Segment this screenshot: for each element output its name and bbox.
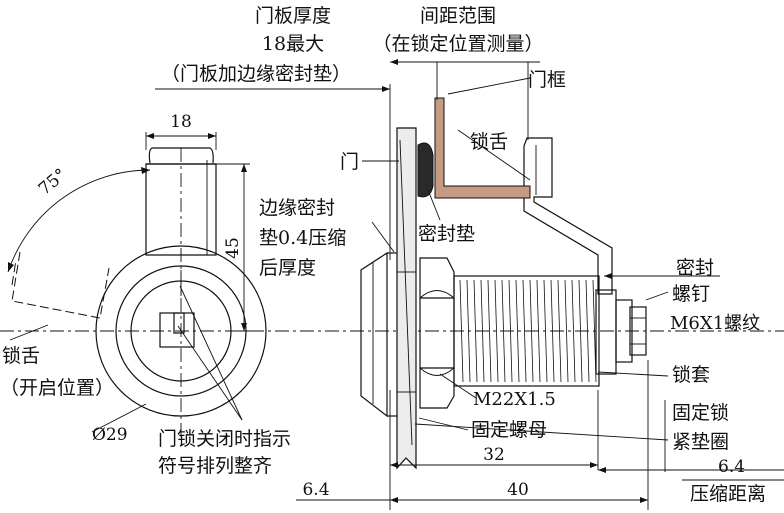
- m22-label: M22X1.5: [473, 389, 556, 410]
- dim-29: Ø29: [92, 425, 128, 445]
- gap-range-label-2: （在锁定位置测量）: [372, 33, 543, 55]
- tongue-open-label-1: 锁舌: [2, 345, 40, 367]
- angle-arc: [7, 169, 151, 273]
- outer-ring: [95, 245, 267, 417]
- thread-line: [550, 279, 555, 383]
- thread-line: [466, 279, 471, 383]
- seal-screw-label-2: 螺钉: [672, 283, 710, 305]
- thread-line: [487, 279, 492, 383]
- door-frame: [434, 97, 531, 199]
- thread-line: [536, 279, 541, 383]
- dim-32: 32: [483, 445, 505, 465]
- thread-line: [529, 279, 534, 383]
- thread-line: [494, 279, 499, 383]
- dim-40: 40: [507, 480, 529, 500]
- indicator-label-2: 符号排列整齐: [158, 455, 272, 477]
- seal-edge-label-2: 垫0.4压缩: [259, 227, 346, 249]
- front-view: 18 45 75° 锁舌 （开启位置） Ø29 门锁关闭时指示 符号排列整齐: [0, 112, 784, 477]
- indicator-notch: [173, 312, 185, 334]
- fix-washer-label-2: 紧垫圈: [672, 431, 729, 453]
- thread-line: [515, 279, 520, 383]
- dim-18: 18: [170, 112, 192, 132]
- gap-range-label-1: 间距范围: [420, 5, 496, 27]
- panel-thickness-label-2: 18最大: [262, 33, 324, 55]
- threaded-barrel: [453, 275, 600, 387]
- compression-label: 压缩距离: [690, 483, 766, 505]
- thread-line: [480, 279, 485, 383]
- door-label: 门: [340, 151, 359, 173]
- tongue-label: 锁舌: [470, 131, 508, 153]
- thread-lines: [459, 279, 597, 383]
- side-view: 门板厚度 18最大 （门板加边缘密封垫） 间距范围 （在锁定位置测量） 门框 锁…: [155, 5, 784, 510]
- compression-value: 6.4: [718, 457, 745, 477]
- thread-line: [585, 279, 590, 383]
- thread-line: [473, 279, 478, 383]
- thread-line: [522, 279, 527, 383]
- fixing-nut: [419, 257, 455, 409]
- thread-line: [501, 279, 506, 383]
- thread-line: [508, 279, 513, 383]
- fix-washer-label-1: 固定锁: [672, 402, 729, 424]
- thread-line: [578, 279, 583, 383]
- tongue-open: [11, 251, 110, 319]
- thread-label: M6X1螺纹: [670, 313, 760, 334]
- thread-line: [564, 279, 569, 383]
- lock-sleeve-label: 锁套: [672, 364, 710, 386]
- seal-edge-label-1: 边缘密封: [259, 197, 335, 219]
- thread-line: [459, 279, 464, 383]
- frame-label: 门框: [528, 69, 566, 91]
- seal-screw: [629, 306, 647, 356]
- bezel: [360, 251, 388, 418]
- dim-75: 75°: [35, 165, 71, 200]
- thread-line: [571, 279, 576, 383]
- gasket-label: 密封垫: [418, 223, 475, 245]
- dim-45: 45: [223, 237, 243, 259]
- seal-screw-label-1: 密封: [676, 257, 714, 279]
- panel-thickness-label-1: 门板厚度: [255, 5, 331, 27]
- panel-thickness-label-3: （门板加边缘密封垫）: [161, 63, 351, 85]
- thread-line: [557, 279, 562, 383]
- seal-edge-label-3: 后厚度: [259, 257, 316, 279]
- dim-6-4-left: 6.4: [302, 480, 329, 500]
- gasket: [417, 142, 434, 198]
- tongue-side: [523, 137, 613, 295]
- indicator-label-1: 门锁关闭时指示: [158, 428, 291, 450]
- tongue-open-label-2: （开启位置）: [0, 377, 114, 399]
- tongue-tip: [148, 147, 214, 164]
- thread-line: [543, 279, 548, 383]
